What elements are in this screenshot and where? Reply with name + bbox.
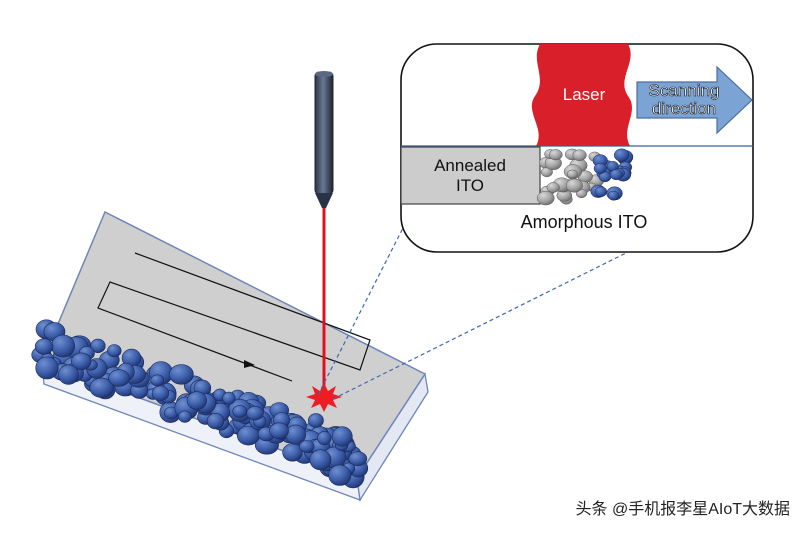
amorphous-particle (609, 169, 623, 181)
ito-particle (232, 405, 247, 418)
laser-spot (306, 383, 342, 412)
ito-particle (331, 426, 353, 447)
annealed-particle (536, 190, 555, 206)
amorphous-particle (594, 186, 608, 197)
scanning-label-line1: Scanning (649, 81, 720, 100)
ito-particle (307, 413, 324, 428)
amorphous-particle (613, 148, 630, 162)
ito-particles-inset (536, 148, 634, 206)
amorphous-particle (607, 190, 620, 201)
ito-particle (107, 344, 122, 358)
ito-particle (51, 334, 76, 358)
ito-particle (299, 440, 315, 453)
inset-panel: Laser Scanning direction Annealed ITO Am… (400, 43, 754, 253)
amorphous-ito-label: Amorphous ITO (521, 212, 648, 232)
ito-particle (108, 369, 130, 387)
annealed-particle (565, 178, 583, 193)
scanning-label-line2: direction (652, 99, 716, 118)
ito-particle (246, 406, 264, 421)
laser-source (314, 71, 334, 208)
ito-particle (150, 374, 165, 387)
ito-particle (222, 391, 236, 405)
annealed-ito-block (401, 146, 541, 205)
ito-particle (206, 413, 225, 430)
ito-particle (348, 451, 368, 467)
ito-particle (58, 364, 79, 385)
amorphous-ito-particles-substrate (31, 319, 369, 489)
annealed-particle (546, 182, 560, 193)
annealed-particle (548, 149, 563, 161)
ito-particle (309, 449, 332, 471)
watermark: 头条 @手机报李星AIoT大数据 (576, 500, 790, 518)
scanning-direction-arrow (636, 65, 753, 135)
ito-particle (34, 338, 54, 355)
ito-particle (89, 377, 114, 398)
annealed-particle (572, 149, 587, 161)
ito-particle (186, 391, 207, 410)
amorphous-particle (593, 162, 607, 174)
ito-particle (90, 338, 106, 354)
ito-particle (151, 385, 170, 401)
scan-path (97, 252, 371, 382)
annealed-label-line1: Annealed (434, 156, 506, 175)
ito-particle (178, 410, 192, 423)
substrate (41, 210, 429, 502)
ito-particle (328, 464, 352, 486)
annealed-particle (567, 169, 578, 179)
ito-particle (35, 356, 59, 380)
scan-arrowhead (244, 360, 255, 368)
ito-particle (169, 364, 194, 385)
callout-lines (317, 225, 629, 400)
ito-particle (70, 352, 92, 370)
annealed-label-line2: ITO (456, 176, 484, 195)
ito-particle (269, 422, 289, 439)
laser-label: Laser (563, 85, 606, 104)
laser-shape (531, 44, 632, 146)
ito-particle (317, 431, 332, 446)
